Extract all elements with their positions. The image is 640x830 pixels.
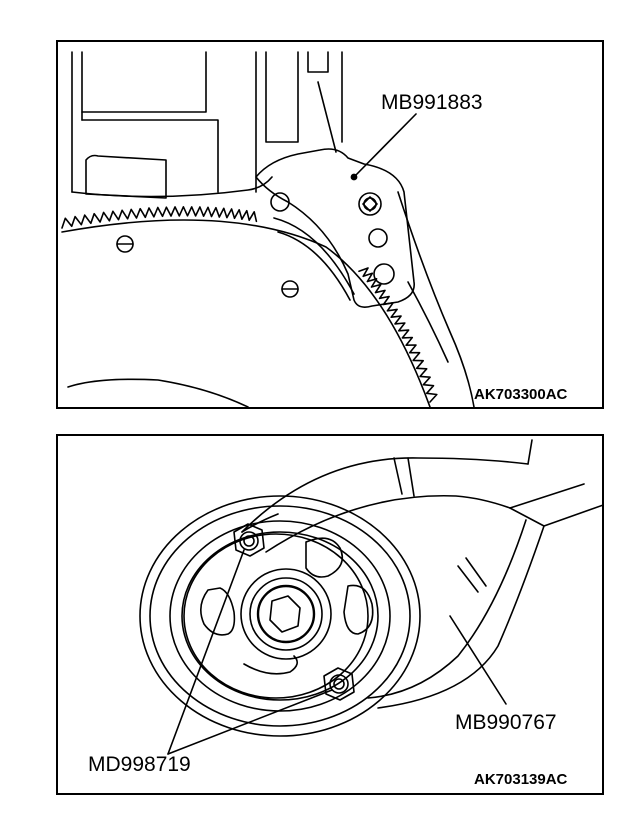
pin-leader-line-upper xyxy=(167,549,245,755)
tool-label-mb990767: MB990767 xyxy=(455,711,557,734)
figure-flywheel-stopper: MB991883 AK703300AC xyxy=(56,40,604,409)
figure-code: AK703300AC xyxy=(474,386,568,403)
crankshaft-pulley xyxy=(139,495,421,737)
pulley-hub-windows xyxy=(200,537,374,675)
gear-tooth-row xyxy=(61,206,258,229)
tool-leader-line xyxy=(353,113,417,178)
figure-crankshaft-pulley-holder: MB990767 MD998719 AK703139AC xyxy=(56,434,604,795)
holder-leader-line xyxy=(449,615,507,705)
flywheel-outer-arc xyxy=(61,219,431,407)
pin-leader-line-lower xyxy=(167,689,333,755)
pin-upper xyxy=(233,523,265,557)
tool-label-mb991883: MB991883 xyxy=(381,91,483,114)
tool-label-md998719: MD998719 xyxy=(88,753,191,776)
flywheel-bolt-2 xyxy=(281,280,299,298)
figure-code: AK703139AC xyxy=(474,771,568,788)
pin-lower xyxy=(323,667,355,701)
flywheel-inner-arc xyxy=(67,378,249,407)
flywheel-stopper-drawing xyxy=(61,51,475,407)
crankshaft-bolt xyxy=(240,568,332,660)
flywheel-bolt-1 xyxy=(116,235,134,253)
flywheel-stopper-tool xyxy=(255,148,475,407)
pulley-holder-drawing xyxy=(139,439,602,755)
engine-block xyxy=(71,51,343,199)
crankshaft-pulley-holder-tool xyxy=(241,439,602,709)
